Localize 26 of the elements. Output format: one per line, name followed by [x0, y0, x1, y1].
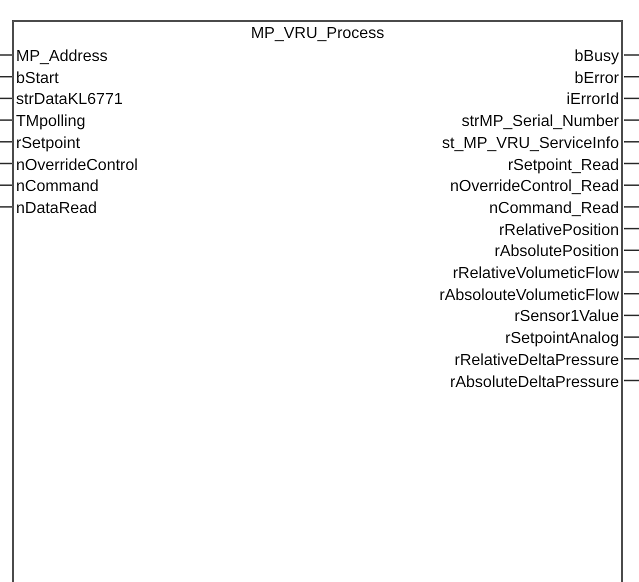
- function-block: [12, 20, 623, 582]
- output-pin-label: nCommand_Read: [489, 198, 619, 218]
- output-pin-label: st_MP_VRU_ServiceInfo: [442, 134, 619, 153]
- output-pin-label: iErrorId: [566, 90, 619, 110]
- block-title: MP_VRU_Process: [250, 24, 384, 43]
- output-pin-label: rAbsoluteDeltaPressure: [450, 372, 619, 392]
- input-pin-label: nOverrideControl: [16, 156, 138, 174]
- output-pin-label: rSetpointAnalog: [505, 329, 619, 348]
- input-pin-label: rSetpoint: [16, 134, 80, 153]
- input-pin-label: nDataRead: [16, 198, 97, 218]
- output-pin-label: bBusy: [574, 47, 619, 66]
- output-pin-label: rAbsolouteVolumeticFlow: [439, 286, 619, 305]
- input-pin-label: strDataKL6771: [16, 90, 123, 110]
- input-pin-label: nCommand: [16, 177, 99, 196]
- input-pin-label: bStart: [16, 68, 59, 88]
- output-pin-label: strMP_Serial_Number: [462, 112, 619, 132]
- output-pin-label: rSensor1Value: [514, 307, 619, 326]
- output-pin-label: rAbsolutePosition: [494, 242, 619, 262]
- output-pin-label: rRelativeDeltaPressure: [454, 350, 619, 370]
- input-pin-label: MP_Address: [16, 47, 108, 66]
- output-pin-label: bError: [574, 68, 619, 88]
- input-pin-label: TMpolling: [16, 112, 86, 132]
- output-pin-label: rRelativePosition: [498, 220, 619, 240]
- output-pin-label: nOverrideControl_Read: [450, 177, 619, 196]
- output-pin-label: rRelativeVolumeticFlow: [452, 264, 619, 283]
- output-pin-label: rSetpoint_Read: [508, 156, 619, 174]
